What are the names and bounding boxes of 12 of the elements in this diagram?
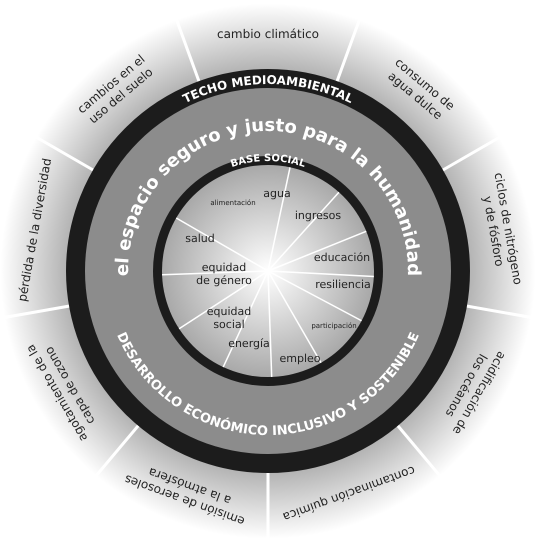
ring-title: BASE SOCIAL bbox=[229, 152, 307, 170]
segment-label: energía bbox=[228, 337, 270, 350]
segment-label: resiliencia bbox=[315, 278, 371, 291]
segment-label: cambio climático bbox=[216, 27, 320, 41]
segment-label: empleo bbox=[279, 352, 321, 365]
segment-label: ciclos de nitrógeno y de fósforo bbox=[480, 171, 526, 286]
segment-label: pérdida de la diversidad bbox=[15, 157, 54, 303]
segment-label: equidad de género bbox=[196, 261, 252, 287]
segment-label: agua bbox=[263, 187, 291, 200]
segment-label: equidad social bbox=[206, 305, 252, 331]
segment-label: ingresos bbox=[294, 209, 342, 222]
segment-label: salud bbox=[185, 232, 215, 245]
